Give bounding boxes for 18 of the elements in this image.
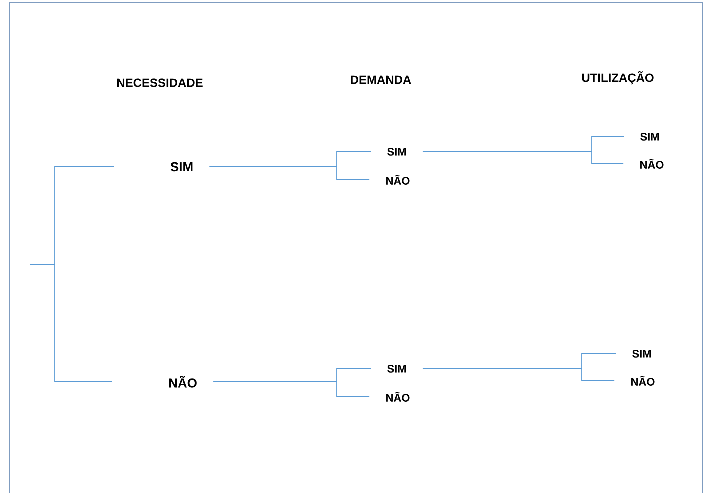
column-heading: DEMANDA <box>351 76 412 84</box>
tree-option: SIM <box>640 133 660 141</box>
tree-option: NÃO <box>386 175 410 185</box>
tree-branch <box>209 166 370 180</box>
tree-branch <box>422 368 616 382</box>
tree-option: SIM <box>632 350 652 358</box>
tree-option: SIM <box>388 365 406 373</box>
tree-option: NÃO <box>632 376 655 386</box>
tree-option: NÃO <box>169 376 197 388</box>
tree-branch <box>422 152 624 164</box>
tree-option: NÃO <box>640 159 664 169</box>
tree-option: SIM <box>388 148 406 156</box>
tree-branch <box>213 382 370 398</box>
column-heading: NECESSIDADE <box>117 78 203 88</box>
tree-branch <box>30 264 113 382</box>
column-heading: UTILIZAÇÃO <box>582 71 654 85</box>
tree-option: NÃO <box>386 392 410 402</box>
tree-option: SIM <box>170 162 193 172</box>
